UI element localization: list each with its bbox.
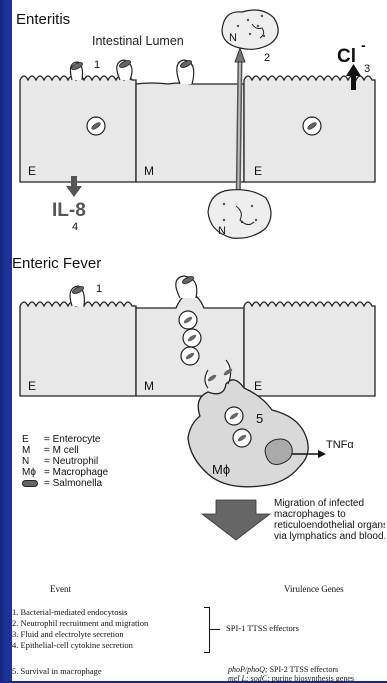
- step-1-label-bottom: 1: [96, 283, 102, 295]
- migration-line-1: Migration of infected: [274, 498, 364, 509]
- step-2-label: 2: [264, 52, 270, 64]
- migration-line-4: via lymphatics and blood.: [274, 531, 385, 542]
- genes-5-line-1: phoP/phoQ; SPI-2 TTSS effectors: [228, 665, 338, 674]
- enteric-fever-diagram: Enteric Fever 1 E: [12, 248, 385, 578]
- event-1: 1. Bacterial-mediated endocytosis: [12, 607, 127, 617]
- enteritis-title: Enteritis: [16, 11, 70, 28]
- neutrophil-N-top: N: [229, 32, 237, 44]
- bracket-tick: [210, 629, 220, 630]
- cell-M-bottom: M: [144, 379, 154, 393]
- il8-label: IL-8: [52, 200, 86, 221]
- enteritis-diagram: Enteritis Intestinal Lumen 1: [12, 0, 385, 248]
- header-event: Event: [50, 584, 71, 594]
- event-2: 2. Neutrophil recruitment and migration: [12, 618, 148, 628]
- migration-line-3: reticuloendothelial organs: [274, 520, 385, 531]
- legend-row-salmonella: = Salmonella: [22, 478, 102, 489]
- legend-row-enterocyte: E= Enterocyte: [22, 434, 100, 445]
- membrane-ruffles-bottom: [70, 276, 197, 306]
- step-3-label: 3: [364, 63, 370, 75]
- header-genes: Virulence Genes: [284, 584, 344, 594]
- salmonella-legend-icon: [22, 480, 38, 487]
- genes-5-line-2: mel L; sodC; purine biosynthesis genes: [228, 674, 354, 683]
- legend-row-neutrophil: N= Neutrophil: [22, 456, 98, 467]
- step-1-label: 1: [94, 59, 100, 71]
- lumen-label: Intestinal Lumen: [92, 34, 184, 48]
- enteric-fever-panel: Enteric Fever 1 E: [12, 248, 385, 681]
- tnf-arrowhead: [318, 450, 326, 458]
- chloride-label: Cl: [337, 46, 356, 67]
- step-4-label: 4: [72, 221, 78, 233]
- legend-row-m-cell: M= M cell: [22, 445, 79, 456]
- cell-E-left-bottom: E: [28, 379, 36, 393]
- migration-line-2: macrophages to: [274, 509, 346, 520]
- chloride-charge: -: [361, 37, 366, 53]
- event-5: 5. Survival in macrophage: [12, 666, 102, 676]
- events-bracket: [204, 607, 210, 653]
- epithelium-top: [20, 76, 375, 182]
- event-4: 4. Epithelial-cell cytokine secretion: [12, 640, 133, 650]
- migration-arrow: [202, 500, 270, 540]
- tnf-label: TNFα: [326, 439, 354, 451]
- cell-M-top: M: [144, 164, 154, 178]
- cell-E-right-bottom: E: [254, 379, 262, 393]
- spi1-genes: SPI-1 TTSS effectors: [226, 623, 299, 633]
- enteric-fever-title: Enteric Fever: [12, 255, 101, 272]
- cell-E-right-top: E: [254, 164, 262, 178]
- legend-row-macrophage: Mϕ= Macrophage: [22, 467, 108, 478]
- legend: E= Enterocyte M= M cell N= Neutrophil Mϕ…: [22, 434, 172, 504]
- step-5-label: 5: [256, 411, 263, 426]
- enteritis-panel: Enteritis Intestinal Lumen 1: [12, 0, 385, 248]
- event-3: 3. Fluid and electrolyte secretion: [12, 629, 124, 639]
- cell-E-left-top: E: [28, 164, 36, 178]
- macrophage-label: Mϕ: [212, 462, 230, 477]
- neutrophil-N-bottom: N: [218, 225, 226, 237]
- neutrophil-arrowhead: [235, 48, 245, 62]
